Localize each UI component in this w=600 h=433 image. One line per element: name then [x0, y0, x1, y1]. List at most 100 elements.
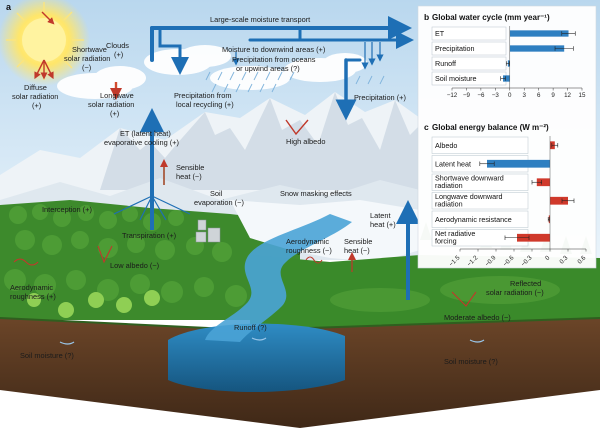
- label-sensible-left-1: Sensible: [176, 163, 204, 172]
- label-precip-local-1: Precipitation from: [174, 91, 232, 100]
- category-label: radiation: [435, 181, 463, 190]
- bar: [509, 30, 569, 37]
- x-tick-label: −6: [477, 92, 485, 99]
- bar: [550, 196, 568, 205]
- label-shortwave-3: (−): [82, 63, 91, 72]
- category-label: Shortwave downward: [435, 174, 504, 183]
- thin-precip-arrows: [232, 42, 384, 70]
- label-aero-mid-2: roughness (−): [286, 246, 332, 255]
- label-soil-moisture-right: Soil moisture (?): [444, 357, 498, 366]
- x-tick-label: −3: [492, 92, 500, 99]
- label-et-2: evaporative cooling (+): [104, 138, 179, 147]
- label-large-scale: Large-scale moisture transport: [210, 15, 310, 24]
- label-high-albedo: High albedo: [286, 137, 325, 146]
- bar: [487, 159, 550, 168]
- label-sensible-right-2: heat (−): [344, 246, 370, 255]
- label-precip-local-2: local recycling (+): [176, 100, 234, 109]
- x-tick-label: 0.3: [558, 254, 569, 265]
- label-clouds-1: Clouds: [106, 41, 129, 50]
- label-aero-left-1: Aerodynamic: [10, 283, 53, 292]
- x-tick-label: 12: [564, 92, 571, 99]
- label-diffuse-2: solar radiation: [12, 92, 58, 101]
- category-label: Runoff: [435, 59, 456, 68]
- bar: [509, 45, 565, 52]
- label-soil-evap-2: evaporation (−): [194, 198, 244, 207]
- x-tick-label: 6: [537, 92, 541, 99]
- bar: [503, 75, 510, 82]
- x-tick-label: −12: [447, 92, 458, 99]
- tree-canopies-left: [4, 204, 247, 307]
- soil-moisture-arrows: [59, 337, 485, 345]
- row-label-box: [431, 192, 529, 210]
- tree-highlights-left: [27, 290, 160, 318]
- label-interception: Interception (+): [42, 205, 92, 214]
- label-sensible-right-1: Sensible: [344, 237, 372, 246]
- category-label: Soil moisture: [435, 74, 477, 83]
- sun-icon: [0, 0, 90, 86]
- category-label: Latent heat: [435, 159, 471, 168]
- row-label-box: [431, 56, 507, 71]
- et-upward-arrow: [113, 108, 191, 230]
- x-tick-label: 15: [579, 92, 586, 99]
- rain-streaks: [205, 71, 385, 93]
- moisture-transport-arrows: [150, 16, 414, 121]
- label-moisture-downwind: Moisture to downwind areas (+): [222, 45, 325, 54]
- x-tick-label: 0: [508, 92, 512, 99]
- label-snow-masking: Snow masking effects: [280, 189, 352, 198]
- x-tick-label: 0: [544, 254, 552, 262]
- panel-a-labels: Large-scale moisture transport Moisture …: [10, 15, 544, 366]
- label-transpiration: Transpiration (+): [122, 231, 176, 240]
- bar: [517, 233, 550, 242]
- label-sensible-left-2: heat (−): [176, 172, 202, 181]
- row-label-box: [431, 41, 507, 56]
- chart-title: Global water cycle (mm year⁻¹): [432, 13, 550, 22]
- label-precip-oceans-1: Precipitation from oceans: [232, 55, 316, 64]
- label-soil-moisture-left: Soil moisture (?): [20, 351, 74, 360]
- label-aero-mid-1: Aerodynamic: [286, 237, 329, 246]
- label-shortwave-2: solar radiation: [64, 54, 110, 63]
- category-label: Precipitation: [435, 44, 475, 53]
- building-icon: [195, 219, 221, 243]
- label-longwave-1: Longwave: [100, 91, 134, 100]
- label-longwave-2: solar radiation: [88, 100, 134, 109]
- label-et-1: ET (latent heat): [120, 129, 171, 138]
- label-reflected-1: Reflected: [510, 279, 541, 288]
- label-aero-left-2: roughness (+): [10, 292, 56, 301]
- label-reflected-2: solar radiation (−): [486, 288, 544, 297]
- label-diffuse-1: Diffuse: [24, 83, 47, 92]
- label-precip-right: Precipitation (+): [354, 93, 406, 102]
- row-label-box: [431, 173, 529, 191]
- x-tick-label: 0.6: [576, 254, 587, 265]
- row-label-box: [431, 136, 529, 154]
- label-longwave-3: (+): [110, 109, 119, 118]
- row-label-box: [431, 210, 529, 228]
- category-label: Longwave downward: [435, 192, 503, 201]
- label-latent-right-2: heat (+): [370, 220, 396, 229]
- category-label: radiation: [435, 199, 463, 208]
- lighter-patches-right: [330, 276, 560, 312]
- category-label: Albedo: [435, 141, 457, 150]
- label-runoff: Runoff (?): [234, 323, 267, 332]
- category-label: Net radiative: [435, 229, 475, 238]
- x-tick-label: −9: [463, 92, 471, 99]
- radiation-arrows: [34, 11, 309, 136]
- category-label: ET: [435, 29, 445, 38]
- heat-arrows: [160, 159, 356, 272]
- panel-letter-b: b: [424, 12, 429, 22]
- x-tick-label: 3: [522, 92, 526, 99]
- x-tick-label: 9: [551, 92, 555, 99]
- label-soil-evap-1: Soil: [210, 189, 223, 198]
- label-low-albedo: Low albedo (−): [110, 261, 159, 270]
- label-moderate-albedo: Moderate albedo (−): [444, 313, 511, 322]
- label-diffuse-3: (+): [32, 101, 41, 110]
- bar: [536, 178, 550, 187]
- river: [205, 214, 352, 342]
- label-precip-oceans-2: or upwind areas (?): [236, 64, 300, 73]
- panel-letter-a: a: [6, 2, 12, 12]
- panel-letter-c: c: [424, 122, 429, 132]
- albedo-arrows: [13, 245, 477, 307]
